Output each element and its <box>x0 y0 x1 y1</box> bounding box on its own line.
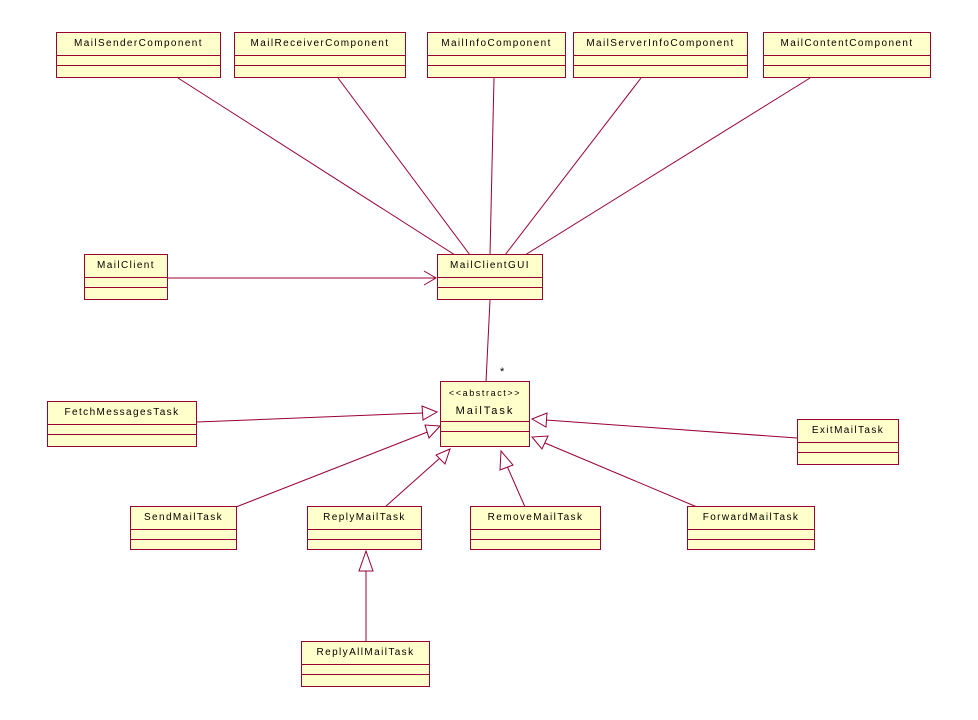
gen-reply-task <box>384 457 441 508</box>
attributes-compartment <box>798 443 898 453</box>
attributes-compartment <box>764 56 930 66</box>
gen-head-remove <box>499 449 514 471</box>
assoc-content-gui <box>524 77 811 256</box>
operations-compartment <box>85 288 167 297</box>
class-name: MailSenderComponent <box>57 33 220 56</box>
class-name: RemoveMailTask <box>471 507 600 530</box>
class-mail-receiver-component[interactable]: MailReceiverComponent <box>234 32 406 78</box>
operations-compartment <box>308 540 421 549</box>
class-mail-client-gui[interactable]: MailClientGUI <box>437 254 543 300</box>
operations-compartment <box>131 540 236 549</box>
class-name: ForwardMailTask <box>688 507 814 530</box>
gen-head-reply <box>435 448 451 465</box>
operations-compartment <box>441 432 529 441</box>
class-name: MailReceiverComponent <box>235 33 405 56</box>
class-name-block: <<abstract>> MailTask <box>441 382 529 422</box>
class-name: MailContentComponent <box>764 33 930 56</box>
class-name: MailClientGUI <box>438 255 542 278</box>
class-exit-mail-task[interactable]: ExitMailTask <box>797 419 899 465</box>
class-mail-task[interactable]: <<abstract>> MailTask <box>440 381 530 447</box>
class-name: MailTask <box>455 405 515 417</box>
operations-compartment <box>798 453 898 462</box>
class-name: FetchMessagesTask <box>48 402 196 425</box>
class-name: ReplyAllMailTask <box>302 642 429 665</box>
gen-remove-task <box>506 465 526 508</box>
arrowhead-client-gui <box>423 270 437 286</box>
class-reply-all-mail-task[interactable]: ReplyAllMailTask <box>301 641 430 687</box>
class-name: ReplyMailTask <box>308 507 421 530</box>
attributes-compartment <box>57 56 220 66</box>
attributes-compartment <box>441 422 529 432</box>
attributes-compartment <box>85 278 167 288</box>
gen-exit-task <box>545 419 798 439</box>
assoc-server-info-gui <box>504 77 642 256</box>
class-reply-mail-task[interactable]: ReplyMailTask <box>307 506 422 550</box>
gen-forward-task <box>544 442 698 508</box>
class-mail-info-component[interactable]: MailInfoComponent <box>427 32 566 78</box>
assoc-sender-gui <box>177 77 456 256</box>
class-mail-server-info-component[interactable]: MailServerInfoComponent <box>573 32 748 78</box>
class-fetch-messages-task[interactable]: FetchMessagesTask <box>47 401 197 447</box>
attributes-compartment <box>131 530 236 540</box>
operations-compartment <box>471 540 600 549</box>
gen-head-forward <box>530 435 549 450</box>
gen-fetch-task <box>196 412 424 423</box>
operations-compartment <box>57 66 220 75</box>
class-name: MailServerInfoComponent <box>574 33 747 56</box>
attributes-compartment <box>48 425 196 435</box>
assoc-receiver-gui <box>337 77 471 256</box>
attributes-compartment <box>235 56 405 66</box>
gen-head-exit <box>530 412 548 428</box>
class-name: MailClient <box>85 255 167 278</box>
class-mail-sender-component[interactable]: MailSenderComponent <box>56 32 221 78</box>
assoc-info-gui <box>489 77 495 256</box>
class-mail-client[interactable]: MailClient <box>84 254 168 300</box>
operations-compartment <box>574 66 747 75</box>
operations-compartment <box>235 66 405 75</box>
gen-head-fetch <box>421 405 439 421</box>
multiplicity-label: * <box>500 366 505 378</box>
operations-compartment <box>688 540 814 549</box>
attributes-compartment <box>574 56 747 66</box>
attributes-compartment <box>302 665 429 675</box>
stereotype-label: <<abstract>> <box>448 388 522 398</box>
operations-compartment <box>428 66 565 75</box>
gen-head-replyall <box>358 549 374 572</box>
operations-compartment <box>438 288 542 297</box>
attributes-compartment <box>438 278 542 288</box>
assoc-gui-task <box>485 299 491 383</box>
attributes-compartment <box>308 530 421 540</box>
attributes-compartment <box>471 530 600 540</box>
gen-head-send <box>424 424 442 439</box>
class-remove-mail-task[interactable]: RemoveMailTask <box>470 506 601 550</box>
operations-compartment <box>302 675 429 684</box>
operations-compartment <box>48 435 196 444</box>
class-name: ExitMailTask <box>798 420 898 443</box>
attributes-compartment <box>428 56 565 66</box>
attributes-compartment <box>688 530 814 540</box>
class-name: MailInfoComponent <box>428 33 565 56</box>
class-send-mail-task[interactable]: SendMailTask <box>130 506 237 550</box>
gen-send-task <box>235 430 431 508</box>
class-name: SendMailTask <box>131 507 236 530</box>
class-mail-content-component[interactable]: MailContentComponent <box>763 32 931 78</box>
class-forward-mail-task[interactable]: ForwardMailTask <box>687 506 815 550</box>
operations-compartment <box>764 66 930 75</box>
